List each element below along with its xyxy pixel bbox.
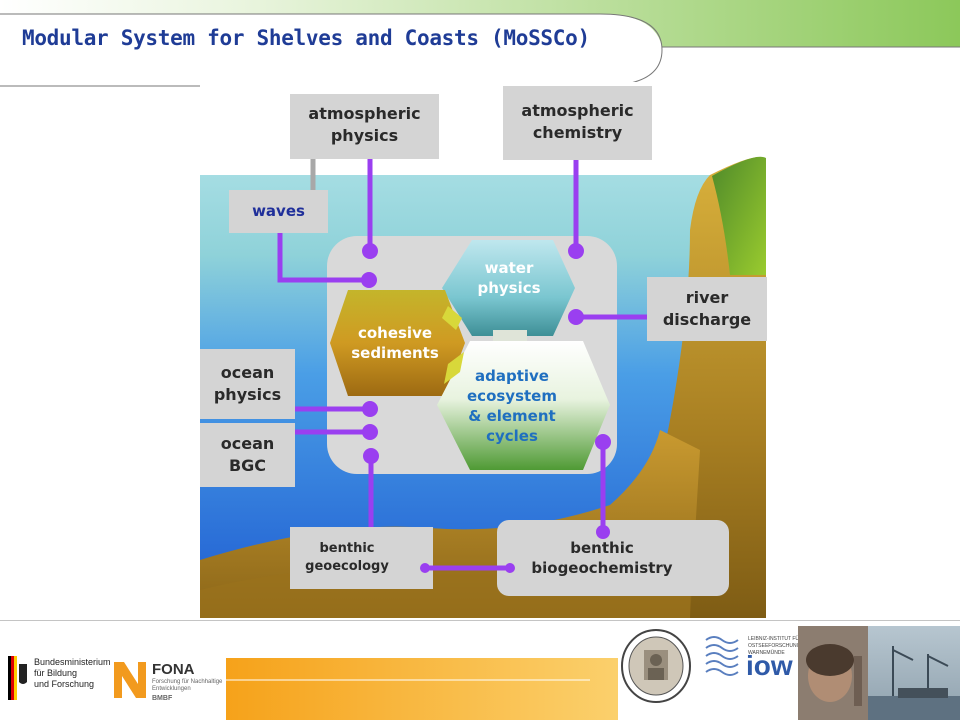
iow-name: iow [746,650,793,681]
bmbf-line2: für Bildung [34,668,78,678]
fona-name: FONA [152,661,195,678]
harbor-photo-image [798,626,960,720]
footer-decoration [0,620,960,720]
ocean-bgc-box [200,423,295,487]
adaptive-ecosystem-label: adaptive ecosystem & element cycles [467,366,557,446]
atmospheric-physics-label: atmospheric physics [308,104,421,145]
waves-label: waves [252,202,305,221]
connector-nodes [361,243,611,573]
coast-land [600,157,766,618]
benthic-biogeochemistry-box [497,520,729,596]
waves-box [229,190,328,233]
bmbf-line3: und Forschung [34,679,95,689]
orange-band [226,658,618,720]
river-discharge-label: river discharge [662,288,752,329]
ocean-physics-label: ocean physics [213,363,282,404]
atmospheric-chemistry-label: atmospheric chemistry [521,101,634,142]
ocean-physics-box [200,349,295,419]
fona-n-icon [114,662,146,698]
atmospheric-chemistry-box [503,86,652,160]
atmospheric-physics-box [290,94,439,159]
fona-sub1: Forschung für Nachhaltige [152,679,223,685]
fona-bmbf: BMBF [152,695,173,702]
coast-grass [712,156,766,275]
water-physics-label: water physics [477,258,541,297]
water-physics-hexagon [442,240,575,336]
ocean-bgc-label: ocean BGC [220,434,275,475]
bmbf-line1: Bundesministerium [34,657,111,667]
iow-small3: WARNEMÜNDE [748,650,785,656]
river-discharge-box [647,277,767,341]
iow-small1: LEIBNIZ-INSTITUT FÜR [748,636,803,642]
connectors [277,159,647,571]
page-title: Modular System for Shelves and Coasts (M… [22,26,590,50]
benthic-biogeochemistry-label: benthic biogeochemistry [531,538,673,577]
benthic-geoecology-label: benthic geoecology [305,541,389,574]
iow-logo-icon [705,636,739,676]
iow-small2: OSTSEEFORSCHUNG [748,643,801,649]
cohesive-sediments-label: cohesive sediments [351,323,439,362]
fona-sub2: Entwicklungen [152,686,191,692]
benthic-geoecology-box [290,527,433,589]
coupler-sediment-water [442,306,462,330]
university-seal-icon [621,629,691,703]
adaptive-ecosystem-hexagon [437,341,610,470]
federal-eagle-icon [8,656,27,700]
coupler-sediment-ecosystem [444,352,464,384]
cohesive-sediments-hexagon [330,290,465,396]
